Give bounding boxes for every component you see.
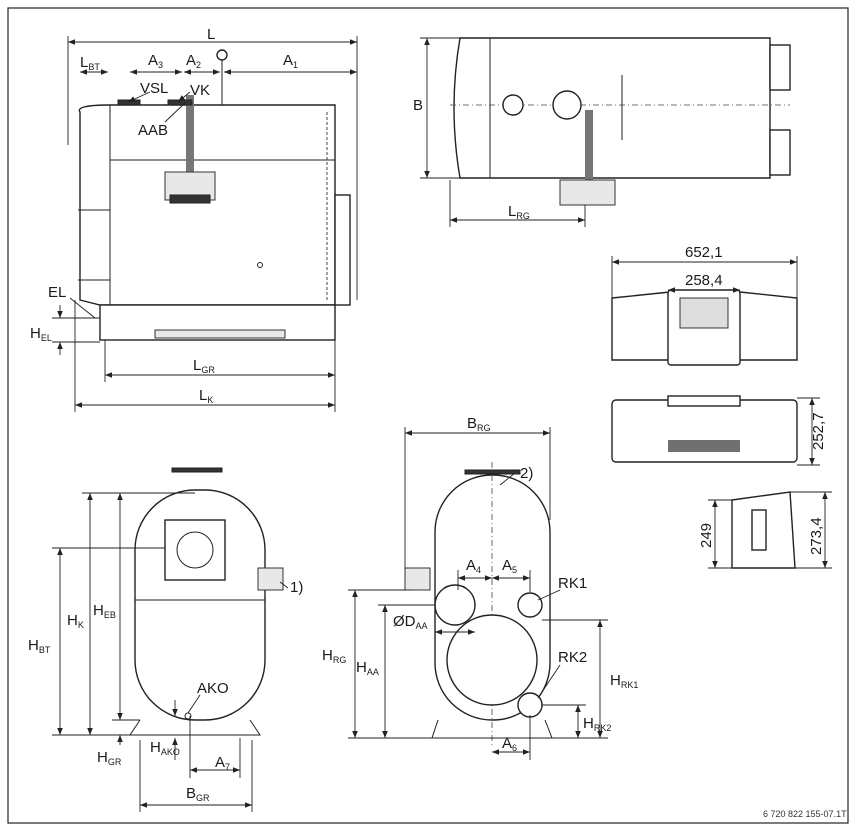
boiler-side-view: [78, 49, 351, 341]
dim-H-EB: HEB: [93, 602, 116, 620]
label-VK: VK: [190, 82, 210, 99]
dim-height-249: 249: [698, 523, 715, 548]
label-RK2: RK2: [558, 649, 587, 666]
dim-H-RG: HRG: [322, 647, 346, 665]
drawing-frame: [7, 7, 849, 824]
dim-H-EL: HEL: [30, 325, 52, 343]
dim-A5: A5: [502, 557, 517, 575]
dim-H-RK2: HRK2: [583, 715, 611, 733]
boiler-front-end-view: [52, 467, 289, 812]
dim-L-RG: LRG: [508, 203, 530, 221]
sensor-cable: [186, 95, 194, 175]
controller-top-view: [611, 395, 820, 466]
dim-H-RK1: HRK1: [610, 672, 638, 690]
side-view-dimensions: [52, 36, 358, 412]
drawing-code: 6 720 822 155-07.1T: [763, 809, 847, 819]
dim-B-RG: BRG: [467, 415, 491, 433]
dim-A6: A6: [502, 735, 517, 753]
dim-height-252: 252,7: [810, 412, 827, 450]
dim-L-GR: LGR: [193, 357, 215, 375]
dim-B: B: [413, 97, 423, 114]
dim-L: L: [207, 26, 215, 43]
controller-box-top: [559, 179, 616, 206]
label-note-1: 1): [290, 579, 303, 596]
dim-A2: A2: [186, 52, 201, 70]
label-RK1: RK1: [558, 575, 587, 592]
label-AAB: AAB: [138, 122, 168, 139]
vsl-flange: [117, 99, 141, 106]
dim-height-273: 273,4: [808, 517, 825, 555]
dim-H-AKO: HAKO: [150, 739, 180, 757]
label-VSL: VSL: [140, 80, 168, 97]
dim-A1: A1: [283, 52, 298, 70]
dim-A7: A7: [215, 754, 230, 772]
dim-L-K: LK: [199, 387, 213, 405]
valve-wheel: [216, 49, 228, 61]
dim-B-GR: BGR: [186, 785, 210, 803]
label-EL: EL: [48, 284, 66, 301]
boiler-top-view: [420, 37, 791, 227]
dim-H-K: HK: [67, 612, 84, 630]
dim-H-BT: HBT: [28, 637, 51, 655]
controller-side-view: [708, 491, 832, 569]
label-note-2: 2): [520, 465, 533, 482]
dim-width-652: 652,1: [685, 244, 723, 261]
dim-H-GR: HGR: [97, 749, 122, 767]
dim-width-258: 258,4: [685, 272, 723, 289]
dim-D-AA: ØDAA: [393, 613, 428, 631]
dim-A3: A3: [148, 52, 163, 70]
boiler-rear-end-view: [348, 427, 608, 760]
label-AKO: AKO: [197, 680, 229, 697]
dim-L-BT: LBT: [80, 54, 100, 72]
controller-front-view: [611, 256, 798, 366]
dim-H-AA: HAA: [356, 659, 379, 677]
dim-A4: A4: [466, 557, 481, 575]
